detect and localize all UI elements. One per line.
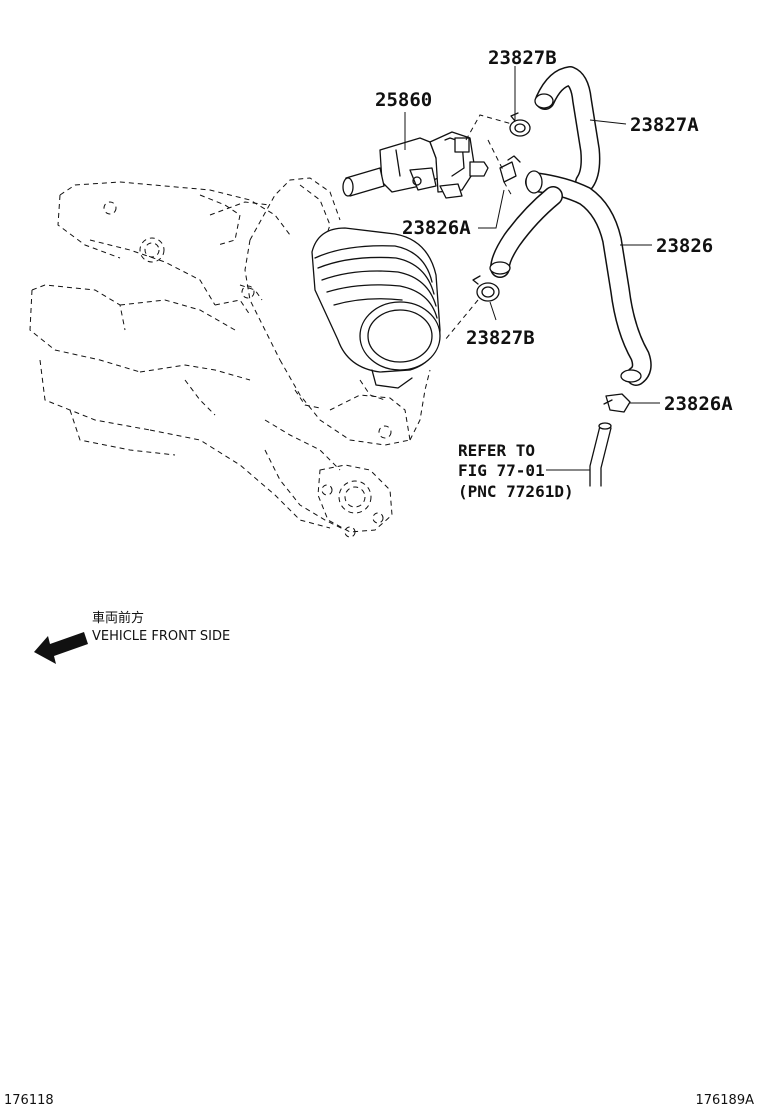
clamp-23826A-mid (499, 155, 521, 183)
arrow-left-icon (34, 632, 88, 664)
footer-left-code: 176118 (4, 1093, 54, 1108)
callout-23827A: 23827A (630, 114, 699, 136)
vehicle-front-indicator: 車両前方 VEHICLE FRONT SIDE (34, 610, 230, 664)
clamp-23827B-low (472, 275, 500, 302)
hose-23826 (489, 170, 652, 386)
air-intake-duct (311, 227, 441, 401)
hose-23827A (534, 66, 601, 192)
clamp-23826A-low (603, 393, 631, 413)
leader-lines (404, 66, 660, 471)
callout-23826A-mid: 23826A (402, 217, 471, 239)
callout-23826: 23826 (656, 235, 713, 257)
reference-line-1: REFER TO (458, 441, 535, 460)
callout-23827B-top: 23827B (488, 47, 557, 69)
reference-line-2: FIG 77-01 (458, 461, 545, 480)
reference-note: REFER TO FIG 77-01 (PNC 77261D) (458, 441, 574, 501)
footer-right-code: 176189A (695, 1093, 754, 1108)
callout-23826A-low: 23826A (664, 393, 733, 415)
pipe-fig-77-01 (589, 422, 612, 487)
callout-23827B-low: 23827B (466, 327, 535, 349)
reference-line-3: (PNC 77261D) (458, 482, 574, 501)
callout-25860: 25860 (375, 89, 432, 111)
vacuum-switching-valve-25860 (342, 131, 489, 199)
direction-label-en: VEHICLE FRONT SIDE (92, 629, 230, 644)
clamp-23827B-top (509, 112, 531, 137)
assembly-lines (444, 114, 513, 341)
engine-intake-assembly (29, 177, 441, 538)
direction-label-jp: 車両前方 (92, 610, 144, 626)
